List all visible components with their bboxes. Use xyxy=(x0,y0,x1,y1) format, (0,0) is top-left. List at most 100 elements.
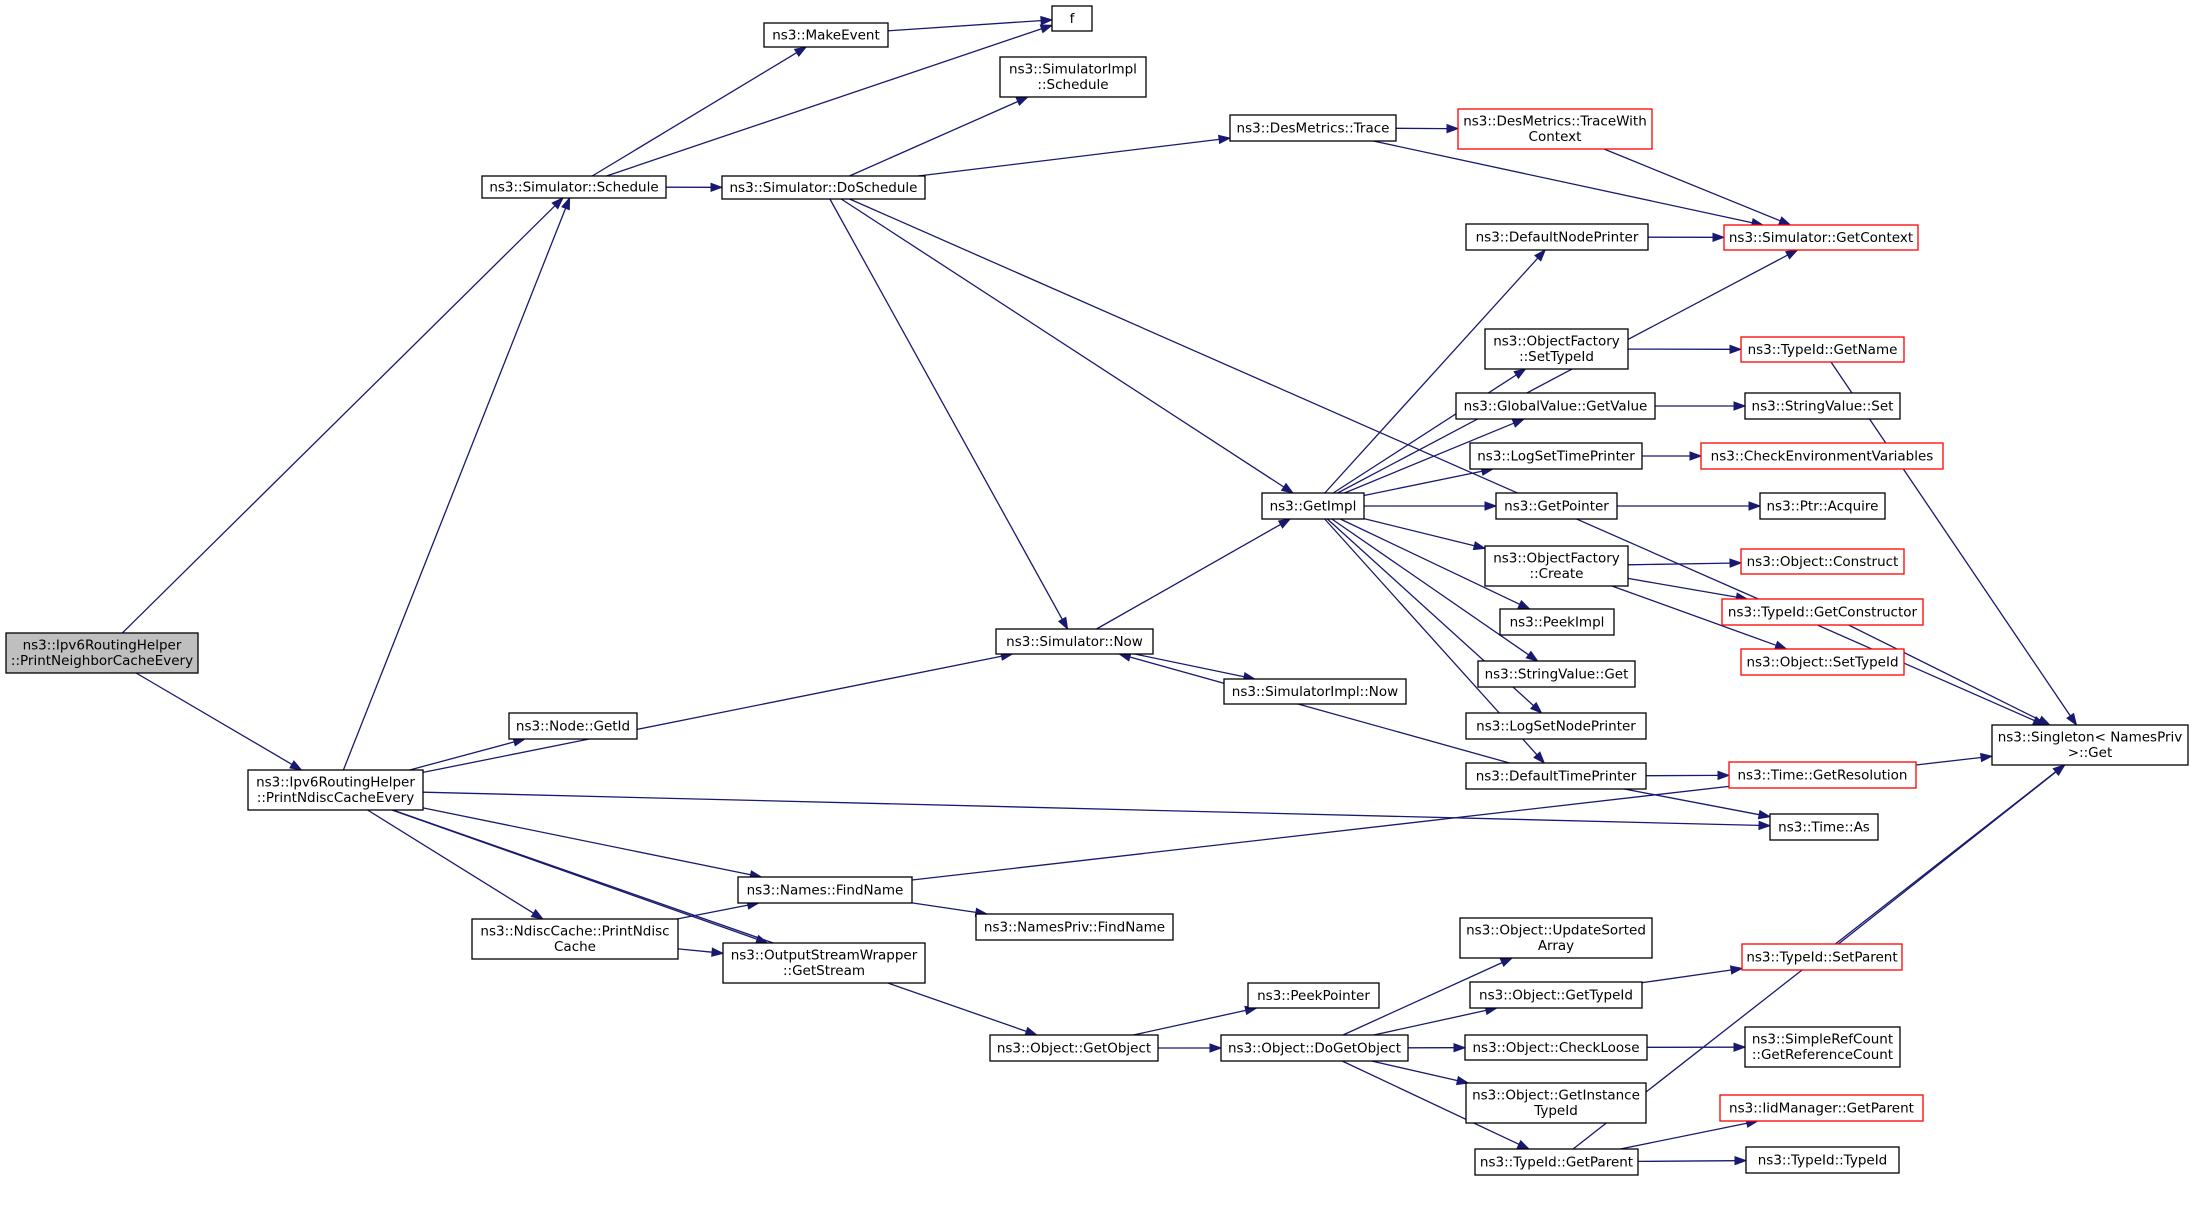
node-singleton_get[interactable]: ns3::Singleton< NamesPriv>::Get xyxy=(1991,724,2189,766)
node-typeid_getname[interactable]: ns3::TypeId::GetName xyxy=(1740,336,1905,363)
node-label: Context xyxy=(1529,129,1582,145)
edge-object_checkloose-to-simplerefcount xyxy=(1646,1042,1747,1052)
edge-objfactory_settypeid-to-typeid_getname xyxy=(1627,344,1743,355)
edge-getimpl-to-logsettimeprinter xyxy=(1363,466,1495,497)
edge-globalvalue_getvalue-to-stringvalue_set xyxy=(1655,401,1747,411)
edge-trace_with_context-to-get_context xyxy=(1603,148,1792,226)
node-label: ::PrintNeighborCacheEvery xyxy=(11,653,193,669)
node-object_settypeid[interactable]: ns3::Object::SetTypeId xyxy=(1740,648,1905,676)
node-osw_getstream[interactable]: ns3::OutputStreamWrapper::GetStream xyxy=(722,942,926,984)
node-label: ns3::Object::GetObject xyxy=(997,1040,1151,1056)
node-typeid_setparent[interactable]: ns3::TypeId::SetParent xyxy=(1741,943,1903,971)
node-get_context[interactable]: ns3::Simulator::GetContext xyxy=(1723,224,1919,251)
node-label: ns3::Simulator::Now xyxy=(1006,634,1143,650)
node-objfactory_settypeid[interactable]: ns3::ObjectFactory::SetTypeId xyxy=(1484,328,1629,370)
node-label: ns3::LogSetNodePrinter xyxy=(1476,718,1636,734)
edge-typeid_getparent-to-typeid_typeid xyxy=(1637,1155,1748,1166)
node-logsettimeprinter[interactable]: ns3::LogSetTimePrinter xyxy=(1469,442,1643,470)
node-label: ns3::NamesPriv::FindName xyxy=(984,919,1165,935)
node-label: ::GetReferenceCount xyxy=(1752,1047,1893,1063)
node-label: ns3::SimpleRefCount xyxy=(1752,1032,1893,1048)
node-namespriv_findname[interactable]: ns3::NamesPriv::FindName xyxy=(975,913,1174,941)
node-simplerefcount[interactable]: ns3::SimpleRefCount::GetReferenceCount xyxy=(1744,1026,1901,1068)
node-names_findname[interactable]: ns3::Names::FindName xyxy=(737,876,913,904)
edge-typeid_getconstructor-to-singleton_get xyxy=(1848,624,2052,726)
node-label: ns3::CheckEnvironmentVariables xyxy=(1711,448,1934,464)
node-f[interactable]: f xyxy=(1051,5,1093,32)
node-object_gettypeid[interactable]: ns3::Object::GetTypeId xyxy=(1469,981,1643,1009)
edge-getimpl-to-globalvalue_getvalue xyxy=(1344,418,1526,494)
node-time_getresolution[interactable]: ns3::Time::GetResolution xyxy=(1728,761,1917,789)
node-default_node_printer[interactable]: ns3::DefaultNodePrinter xyxy=(1465,223,1649,251)
node-label: ns3::Object::DoGetObject xyxy=(1228,1040,1401,1056)
edge-sim_now-to-simimpl_now xyxy=(1134,653,1257,682)
node-label: ns3::ObjectFactory xyxy=(1493,334,1620,350)
edge-getimpl-to-getpointer xyxy=(1364,501,1498,511)
edge-getimpl-to-stringvalue_get xyxy=(1331,518,1539,662)
edge-print_ndisc-to-ndisc_print xyxy=(367,809,545,920)
node-node_getid[interactable]: ns3::Node::GetId xyxy=(508,712,638,740)
node-peekimpl[interactable]: ns3::PeekImpl xyxy=(1499,608,1615,636)
node-stringvalue_set[interactable]: ns3::StringValue::Set xyxy=(1744,392,1901,420)
node-label: ns3::OutputStreamWrapper xyxy=(731,948,918,964)
node-typeid_getconstructor[interactable]: ns3::TypeId::GetConstructor xyxy=(1721,598,1924,626)
node-checkenvvars[interactable]: ns3::CheckEnvironmentVariables xyxy=(1700,442,1944,470)
node-print_ndisc[interactable]: ns3::Ipv6RoutingHelper::PrintNdiscCacheE… xyxy=(247,769,424,811)
node-typeid_typeid[interactable]: ns3::TypeId::TypeId xyxy=(1745,1146,1900,1174)
edge-desmetrics_trace-to-get_context xyxy=(1373,140,1765,228)
edge-print_ndisc-to-node_getid xyxy=(409,737,527,771)
function-nodes: ns3::Ipv6RoutingHelper::PrintNeighborCac… xyxy=(5,5,2189,1176)
node-default_time_printer[interactable]: ns3::DefaultTimePrinter xyxy=(1465,762,1647,790)
node-logsetnodeprinter[interactable]: ns3::LogSetNodePrinter xyxy=(1465,712,1647,740)
node-label: ns3::GetPointer xyxy=(1504,498,1609,514)
node-label: ::PrintNdiscCacheEvery xyxy=(257,790,414,806)
edge-object_dogetobject-to-object_getinstancetypeid xyxy=(1371,1060,1470,1086)
node-sim_schedule[interactable]: ns3::Simulator::Schedule xyxy=(481,175,667,199)
call-edges xyxy=(121,15,2078,1166)
node-label: ::Create xyxy=(1530,566,1584,582)
node-ndisc_print[interactable]: ns3::NdiscCache::PrintNdiscCache xyxy=(471,918,679,960)
edge-object_dogetobject-to-object_checkloose xyxy=(1407,1042,1467,1053)
node-getpointer[interactable]: ns3::GetPointer xyxy=(1495,492,1618,520)
node-object_dogetobject[interactable]: ns3::Object::DoGetObject xyxy=(1220,1034,1409,1062)
node-iidmanager_getparent[interactable]: ns3::IidManager::GetParent xyxy=(1719,1094,1924,1122)
edge-root-to-print_ndisc xyxy=(135,672,303,771)
edge-getimpl-to-get_context xyxy=(1337,249,1799,494)
node-label: ns3::SimulatorImpl xyxy=(1009,62,1137,78)
node-simimpl_schedule[interactable]: ns3::SimulatorImpl::Schedule xyxy=(999,56,1147,98)
node-do_schedule[interactable]: ns3::Simulator::DoSchedule xyxy=(721,175,926,200)
node-label: ns3::IidManager::GetParent xyxy=(1729,1100,1914,1116)
node-globalvalue_getvalue[interactable]: ns3::GlobalValue::GetValue xyxy=(1455,392,1656,420)
node-typeid_getparent[interactable]: ns3::TypeId::GetParent xyxy=(1474,1148,1639,1176)
node-time_as[interactable]: ns3::Time::As xyxy=(1769,813,1879,841)
node-objfactory_create[interactable]: ns3::ObjectFactory::Create xyxy=(1484,545,1629,587)
edge-make_event-to-f xyxy=(887,15,1054,32)
node-label: ns3::LogSetTimePrinter xyxy=(1477,448,1635,464)
node-peekpointer[interactable]: ns3::PeekPointer xyxy=(1247,982,1380,1009)
node-desmetrics_trace[interactable]: ns3::DesMetrics::Trace xyxy=(1229,114,1397,142)
node-label: ns3::TypeId::GetName xyxy=(1748,342,1898,358)
edge-getpointer-to-ptr_acquire xyxy=(1617,501,1762,511)
edge-objfactory_create-to-object_construct xyxy=(1627,558,1743,568)
node-ptr_acquire[interactable]: ns3::Ptr::Acquire xyxy=(1759,492,1886,520)
edge-do_schedule-to-desmetrics_trace xyxy=(918,134,1232,177)
node-stringvalue_get[interactable]: ns3::StringValue::Get xyxy=(1477,660,1636,688)
node-getimpl[interactable]: ns3::GetImpl xyxy=(1261,492,1365,520)
node-label: >::Get xyxy=(2068,745,2112,761)
node-simimpl_now[interactable]: ns3::SimulatorImpl::Now xyxy=(1223,678,1407,705)
edge-default_time_printer-to-time_getresolution xyxy=(1645,770,1731,781)
node-label: Cache xyxy=(554,939,596,955)
edge-sim_schedule-to-f xyxy=(606,24,1054,177)
edge-default_time_printer-to-sim_now xyxy=(1117,652,1510,764)
node-object_getobject[interactable]: ns3::Object::GetObject xyxy=(989,1034,1159,1062)
node-object_construct[interactable]: ns3::Object::Construct xyxy=(1740,548,1905,575)
edge-getimpl-to-default_node_printer xyxy=(1324,248,1547,494)
node-sim_now[interactable]: ns3::Simulator::Now xyxy=(995,628,1154,655)
node-root[interactable]: ns3::Ipv6RoutingHelper::PrintNeighborCac… xyxy=(5,632,199,674)
node-label: ns3::NdiscCache::PrintNdisc xyxy=(480,924,669,940)
node-make_event[interactable]: ns3::MakeEvent xyxy=(763,22,889,48)
node-object_checkloose[interactable]: ns3::Object::CheckLoose xyxy=(1464,1034,1648,1061)
